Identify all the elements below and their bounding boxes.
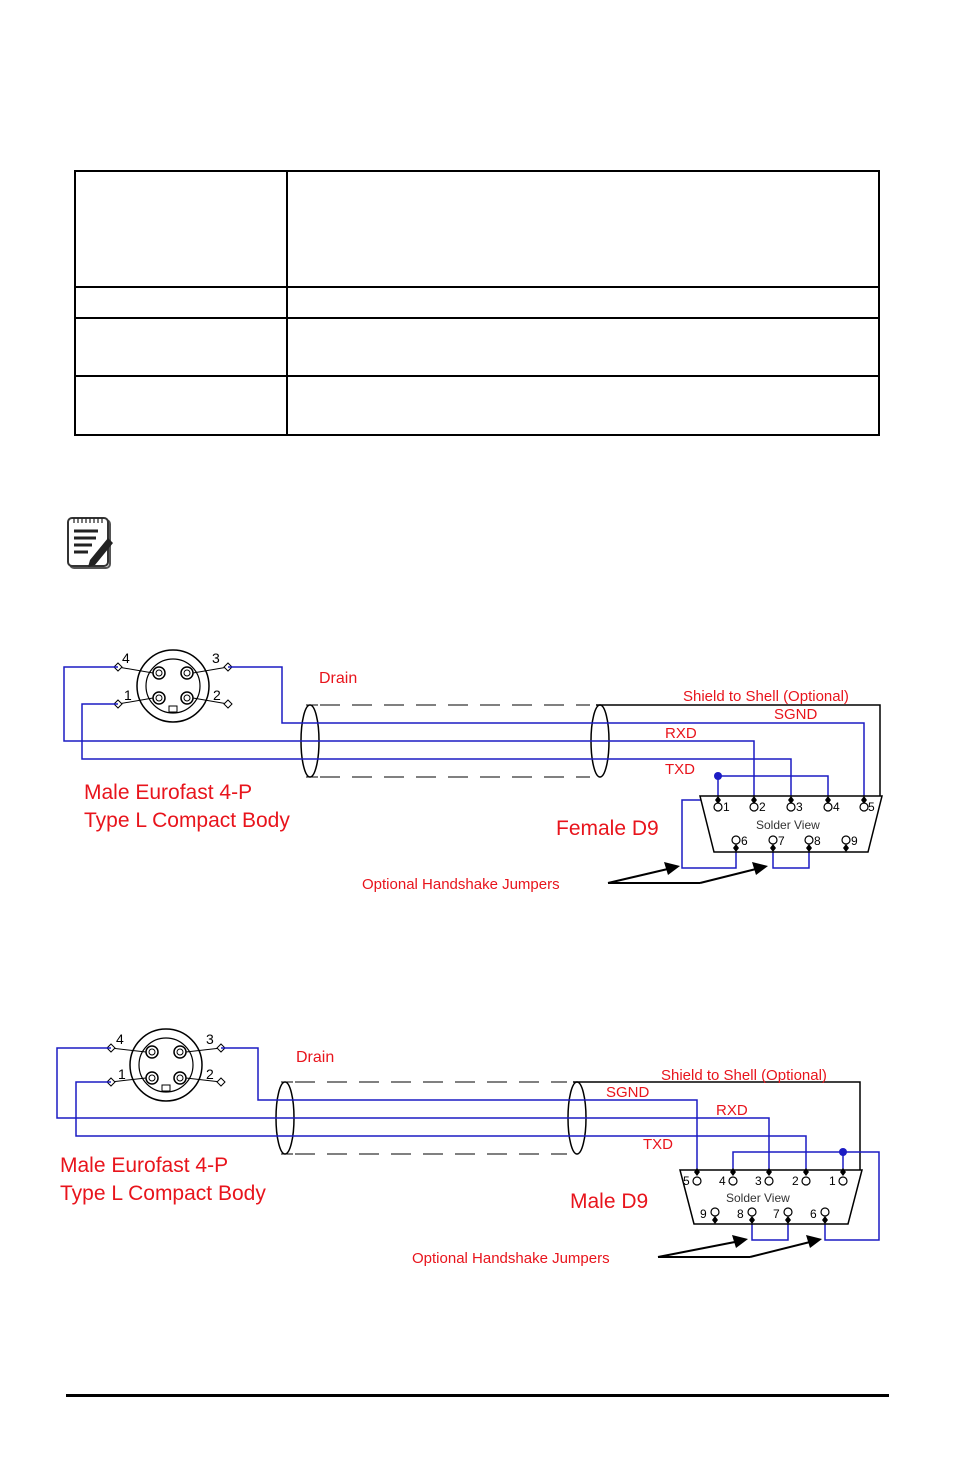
footer-rule (66, 1394, 889, 1397)
table-cell (74, 170, 288, 288)
pin-number: 2 (759, 800, 766, 814)
jumper-label: Optional Handshake Jumpers (412, 1250, 610, 1267)
txd-label: TXD (643, 1136, 673, 1153)
pin-label: 1 (118, 1066, 126, 1082)
table-row (74, 170, 880, 288)
sgnd-label: SGND (606, 1084, 650, 1101)
pin-number: 8 (814, 834, 821, 848)
jumper-label: Optional Handshake Jumpers (362, 876, 560, 893)
table-row (74, 317, 880, 377)
signal-wires (63, 666, 865, 869)
rxd-label: RXD (716, 1102, 748, 1119)
table-cell (286, 375, 880, 436)
pin-label: 1 (124, 687, 132, 703)
pin-number: 8 (737, 1207, 744, 1221)
connector-title: Male Eurofast 4-P (84, 781, 252, 804)
pin-number: 3 (796, 800, 803, 814)
shield-label: Shield to Shell (Optional) (661, 1067, 827, 1084)
wiring-diagram-male-d9: 4 3 1 2 5 4 (56, 1028, 880, 1267)
pin-label: 4 (122, 650, 130, 666)
pin-label: 3 (212, 650, 220, 666)
table-row (74, 286, 880, 319)
solder-view-label: Solder View (726, 1191, 790, 1205)
connector-subtitle: Type L Compact Body (84, 809, 290, 832)
spec-table (74, 170, 880, 436)
table-cell (74, 317, 288, 377)
pin-number: 6 (741, 834, 748, 848)
shield-label: Shield to Shell (Optional) (683, 688, 849, 705)
table-row (74, 375, 880, 436)
pin-number: 9 (851, 834, 858, 848)
note-icon (67, 517, 113, 569)
pin-number: 5 (868, 800, 875, 814)
d9-connector: 1 2 3 4 5 6 7 8 9 Solder View (699, 795, 883, 853)
solder-view-label: Solder View (756, 818, 820, 832)
pin-number: 3 (755, 1174, 762, 1188)
wiring-diagram-female-d9: 4 3 1 2 (63, 649, 883, 893)
pin-label: 4 (116, 1031, 124, 1047)
pin-number: 6 (810, 1207, 817, 1221)
table-cell (286, 286, 880, 319)
txd-label: TXD (665, 761, 695, 778)
connector-subtitle: Type L Compact Body (60, 1182, 266, 1205)
pin-number: 5 (683, 1174, 690, 1188)
pin-number: 1 (723, 800, 730, 814)
pin-number: 7 (778, 834, 785, 848)
pin-label: 2 (213, 687, 221, 703)
pin-number: 9 (700, 1207, 707, 1221)
pin-number: 1 (829, 1174, 836, 1188)
shield-wire (596, 704, 881, 801)
d9-title: Female D9 (556, 817, 659, 840)
table-cell (74, 375, 288, 436)
jumper-arrows (657, 1240, 815, 1258)
rxd-label: RXD (665, 725, 697, 742)
table-cell (74, 286, 288, 319)
pin-number: 2 (792, 1174, 799, 1188)
drain-label: Drain (319, 670, 357, 687)
eurofast-connector: 4 3 1 2 (113, 649, 233, 723)
table-cell (286, 317, 880, 377)
pin-number: 4 (833, 800, 840, 814)
pin-number: 4 (719, 1174, 726, 1188)
table-cell (286, 170, 880, 288)
d9-connector: 5 4 3 2 1 9 8 7 6 Solder View (679, 1168, 863, 1225)
pin-label: 3 (206, 1031, 214, 1047)
sgnd-label: SGND (774, 706, 818, 723)
eurofast-connector: 4 3 1 2 (106, 1028, 226, 1102)
pin-label: 2 (206, 1066, 214, 1082)
connector-title: Male Eurofast 4-P (60, 1154, 228, 1177)
drain-label: Drain (296, 1049, 334, 1066)
jumper-arrows (607, 867, 761, 884)
d9-title: Male D9 (570, 1190, 648, 1213)
pin-number: 7 (773, 1207, 780, 1221)
